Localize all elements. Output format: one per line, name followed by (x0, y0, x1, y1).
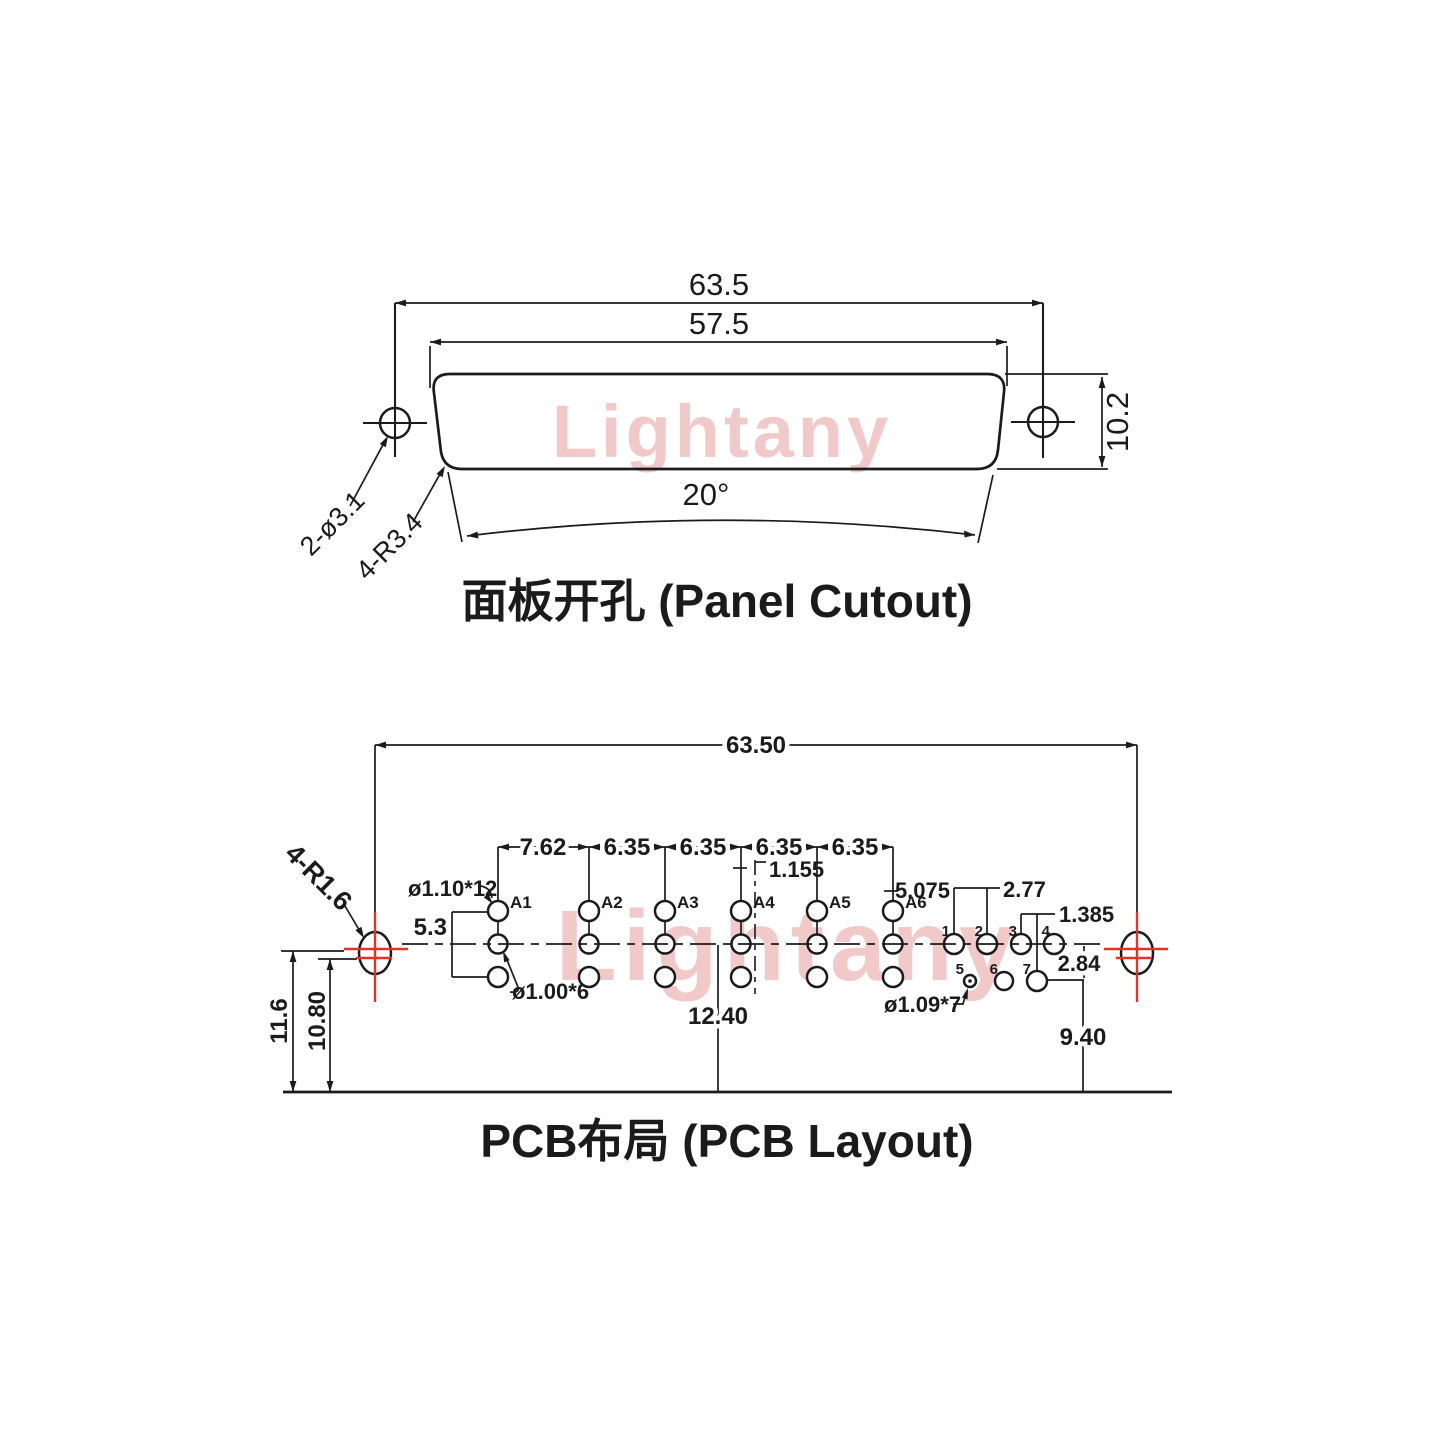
hole-a4-bottom (729, 965, 753, 989)
pcb-label-hole-signal: ø1.09*7 (884, 988, 968, 1017)
label-a3: A3 (677, 893, 699, 912)
pcb-dim-outer-width-text: 63.50 (726, 732, 786, 759)
hole-pin6 (993, 970, 1015, 992)
pcb-dim-left-outer: 11.6 (266, 950, 344, 1092)
label-pin2: 2 (975, 923, 983, 940)
panel-dim-outer-width-text: 63.5 (689, 267, 749, 302)
hole-a4-top (729, 899, 753, 923)
pcb-layout-drawing: Lightany 63.50 4-R1.6 (266, 728, 1172, 1167)
pcb-a-labels: A1 A2 A3 A4 A5 A6 (510, 893, 927, 912)
pcb-dim-a6-to-pin1: 5.075 (884, 878, 950, 903)
pcb-pitch-4-text: 6.35 (756, 834, 803, 861)
hole-a6-bottom (881, 965, 905, 989)
hole-a2-top (577, 899, 601, 923)
hole-pin7 (1025, 969, 1049, 993)
watermark-top: Lightany (552, 390, 892, 473)
panel-dim-outer-width: 63.5 (395, 267, 1043, 307)
pcb-dim-signal-to-edge-text: 9.40 (1060, 1024, 1107, 1051)
pcb-dim-row-offset-text: 2.84 (1058, 951, 1102, 976)
panel-dim-height: 10.2 (997, 373, 1135, 470)
panel-label-corner-radius-text: 4-R3.4 (350, 507, 429, 586)
pcb-pin-number-labels: 1 2 3 4 5 6 7 (942, 923, 1051, 978)
panel-dim-height-text: 10.2 (1100, 392, 1135, 452)
label-pin5: 5 (956, 961, 964, 978)
pcb-label-hole-signal-text: ø1.09*7 (884, 992, 961, 1017)
label-pin4: 4 (1042, 923, 1051, 940)
pcb-label-mount-radius: 4-R1.6 (279, 838, 364, 938)
pcb-dim-a6-to-pin1-text: 5.075 (895, 878, 950, 903)
pcb-dim-a-row-span-text: 5.3 (414, 914, 447, 941)
pcb-title: PCB布局 (PCB Layout) (480, 1115, 973, 1167)
pcb-label-hole-mid-text: ø1.00*6 (512, 979, 589, 1004)
pcb-mount-hole-left (344, 912, 408, 1002)
pcb-dim-row-offset: 2.84 (1047, 946, 1106, 981)
label-pin6: 6 (990, 961, 998, 978)
hole-a5-bottom (805, 965, 829, 989)
panel-dim-cutout-width-text: 57.5 (689, 306, 749, 341)
hole-a3-bottom (653, 965, 677, 989)
pcb-mount-hole-right (1104, 912, 1168, 1002)
pcb-dim-pin-pitch: 2.77 (953, 877, 1046, 934)
label-a4: A4 (753, 893, 775, 912)
panel-screw-hole-right (1011, 303, 1075, 458)
pcb-pitch-3-text: 6.35 (680, 834, 727, 861)
label-a6: A6 (905, 893, 927, 912)
hole-a6-top (881, 899, 905, 923)
panel-label-corner-radius: 4-R3.4 (350, 466, 445, 586)
pcb-label-hole-top-text: ø1.10*12 (408, 876, 497, 901)
panel-dim-cutout-width: 57.5 (429, 306, 1008, 388)
pcb-hole-grid (486, 899, 1066, 993)
pcb-dim-center-offset-text: 1.155 (769, 857, 824, 882)
pcb-label-hole-top: ø1.10*12 (408, 876, 497, 904)
panel-angle-dimension: 20° (447, 471, 994, 544)
pcb-dim-half-pitch-text: 1.385 (1059, 902, 1114, 927)
panel-screw-hole-left (363, 303, 427, 457)
panel-angle-text: 20° (683, 477, 730, 512)
hole-a3-top (653, 899, 677, 923)
pcb-dim-left-inner-text: 10.80 (304, 991, 331, 1051)
pcb-dim-center-offset: 1.155 (733, 857, 824, 882)
panel-cutout-drawing: Lightany 63.5 57.5 (294, 267, 1135, 627)
pcb-pitch-5-text: 6.35 (832, 834, 879, 861)
hole-a1-top (486, 899, 510, 923)
pcb-dim-pin-pitch-text: 2.77 (1003, 877, 1046, 902)
label-a5: A5 (829, 893, 851, 912)
label-a2: A2 (601, 893, 623, 912)
label-pin1: 1 (942, 923, 950, 940)
panel-label-screw-holes-text: 2-ø3.1 (294, 485, 370, 561)
label-pin3: 3 (1009, 923, 1017, 940)
panel-title: 面板开孔 (Panel Cutout) (461, 575, 972, 627)
panel-cutout-outline (432, 372, 1006, 471)
hole-pin5-center-dot (968, 979, 972, 983)
pcb-pitch-dimensions: 7.62 6.35 6.35 6.35 6.35 (497, 830, 894, 934)
pcb-dim-half-pitch: 1.385 (1020, 902, 1114, 970)
hole-a1-bottom (486, 965, 510, 989)
pcb-dim-outer-width: 63.50 (374, 728, 1138, 930)
label-pin7: 7 (1023, 961, 1031, 978)
pcb-dim-center-to-edge-text: 12.40 (688, 1003, 748, 1030)
watermark-bottom: Lightany (556, 890, 1021, 1002)
pcb-label-mount-radius-text: 4-R1.6 (279, 838, 358, 917)
pcb-pitch-2-text: 6.35 (604, 834, 651, 861)
pcb-label-hole-mid: ø1.00*6 (503, 951, 589, 1004)
hole-a2-bottom (577, 965, 601, 989)
pcb-dim-signal-to-edge: 9.40 (1055, 980, 1111, 1092)
label-a1: A1 (510, 893, 532, 912)
pcb-pitch-1-text: 7.62 (520, 834, 567, 861)
hole-a5-top (805, 899, 829, 923)
pcb-dim-left-outer-text: 11.6 (266, 998, 293, 1043)
pcb-dim-left-inner: 10.80 (304, 958, 357, 1092)
pcb-dim-center-to-edge: 12.40 (683, 945, 753, 1092)
